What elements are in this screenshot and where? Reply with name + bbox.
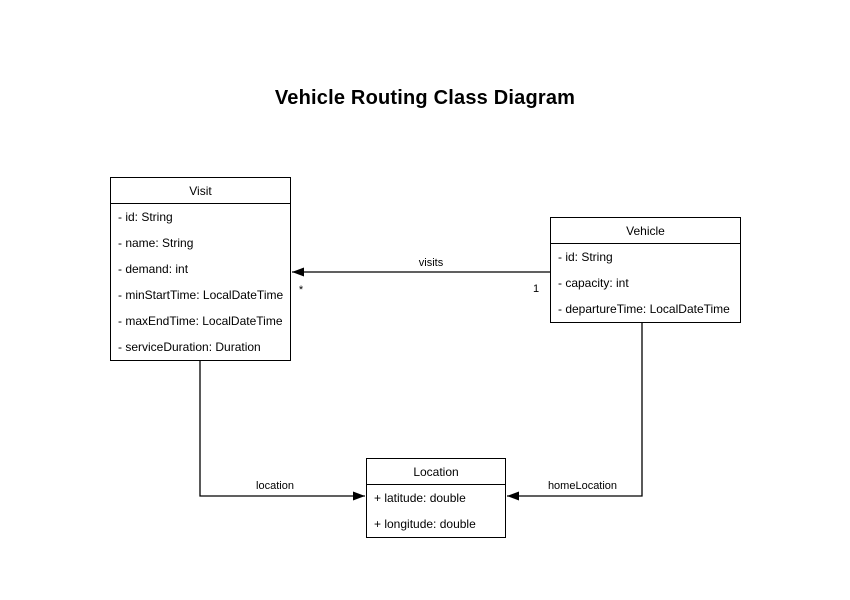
class-location-attribute-latitude: + latitude: double <box>374 491 466 505</box>
multiplicity-visits-source: 1 <box>532 283 540 295</box>
edge-label-visits: visits <box>391 257 471 270</box>
diagram-title: Vehicle Routing Class Diagram <box>274 87 576 109</box>
class-visit-attribute-id: - id: String <box>118 210 173 224</box>
class-visit-attribute-min-start-time: - minStartTime: LocalDateTime <box>118 288 284 302</box>
class-vehicle[interactable]: Vehicle - id: String - capacity: int - d… <box>550 217 741 323</box>
class-location-attribute-longitude: + longitude: double <box>374 517 476 531</box>
class-visit-attribute-service-duration: - serviceDuration: Duration <box>118 340 261 354</box>
class-vehicle-attribute-capacity: - capacity: int <box>558 276 629 290</box>
edge-location <box>199 360 365 501</box>
class-visit[interactable]: Visit - id: String - name: String - dema… <box>110 177 291 361</box>
class-location-title: Location <box>367 459 505 485</box>
class-visit-title: Visit <box>111 178 290 204</box>
multiplicity-visits-target: * <box>298 284 304 296</box>
class-vehicle-title: Vehicle <box>551 218 740 244</box>
class-vehicle-attribute-id: - id: String <box>558 250 613 264</box>
class-visit-attribute-demand: - demand: int <box>118 262 189 276</box>
class-vehicle-attribute-departure-time: - departureTime: LocalDateTime <box>558 302 730 316</box>
edge-label-location: location <box>235 480 315 493</box>
class-location[interactable]: Location + latitude: double + longitude:… <box>366 458 506 538</box>
edge-label-home-location: homeLocation <box>525 480 640 493</box>
edge-home-location <box>507 322 643 501</box>
class-visit-attribute-max-end-time: - maxEndTime: LocalDateTime <box>118 314 283 328</box>
class-visit-attribute-name: - name: String <box>118 236 194 250</box>
